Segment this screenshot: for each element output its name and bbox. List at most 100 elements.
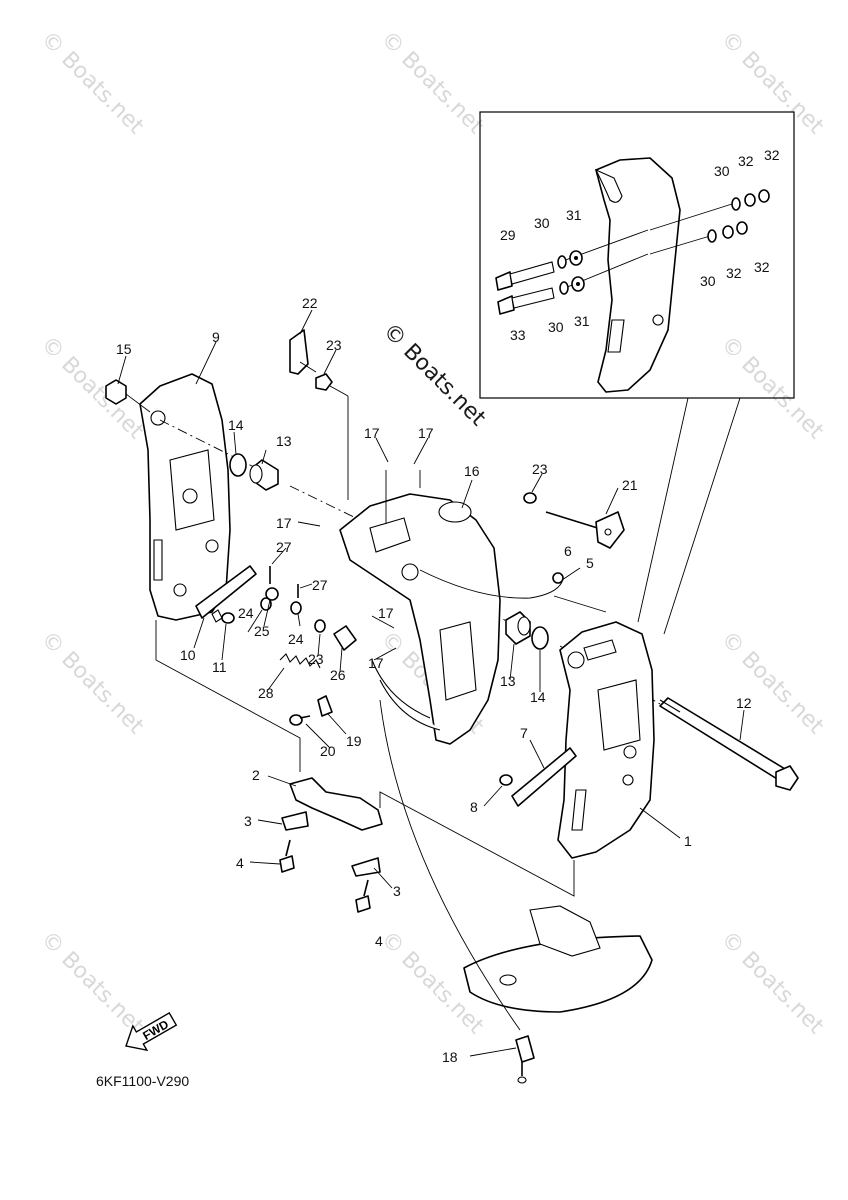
callout-10: 10 xyxy=(180,647,196,663)
callout-8: 8 xyxy=(470,799,478,815)
callout-27: 27 xyxy=(312,577,328,593)
bolt-20 xyxy=(289,714,311,726)
inset-washers xyxy=(557,189,770,295)
watermark: © Boats.net xyxy=(716,627,829,740)
callout-21: 21 xyxy=(622,477,638,493)
plate-7 xyxy=(511,747,577,807)
clamp-bracket-left xyxy=(139,373,231,621)
watermark: © Boats.net xyxy=(716,927,829,1040)
watermark: © Boats.net xyxy=(36,332,149,445)
callout-13: 13 xyxy=(500,673,516,689)
callout-17: 17 xyxy=(364,425,380,441)
callout-32: 32 xyxy=(754,259,770,275)
callout-17: 17 xyxy=(368,655,384,671)
callout-25: 25 xyxy=(254,623,270,639)
watermark-center: © Boats.net xyxy=(378,319,491,432)
callout-30: 30 xyxy=(548,319,564,335)
callout-2: 2 xyxy=(252,767,260,783)
callout-31: 31 xyxy=(574,313,590,329)
bush-23-right xyxy=(523,492,537,504)
callout-32: 32 xyxy=(738,153,754,169)
bracket-2 xyxy=(289,777,383,831)
screw-11 xyxy=(221,612,235,624)
callout-22: 22 xyxy=(302,295,318,311)
screw-8 xyxy=(499,774,513,786)
callout-24: 24 xyxy=(238,605,254,621)
callout-4: 4 xyxy=(236,855,244,871)
lever-22 xyxy=(289,329,317,375)
washer-14-right xyxy=(531,626,549,650)
inset-bolt-29 xyxy=(495,261,555,291)
callout-17: 17 xyxy=(276,515,292,531)
callout-15: 15 xyxy=(116,341,132,357)
rod-21 xyxy=(545,511,625,549)
lower-cowling xyxy=(463,905,653,1013)
nut-15 xyxy=(105,379,151,413)
bolt-6 xyxy=(552,572,564,584)
callout-3: 3 xyxy=(393,883,401,899)
bush-23-top xyxy=(315,373,349,500)
inset-bracket xyxy=(559,157,733,393)
washer-14-left xyxy=(229,453,247,477)
callout-27: 27 xyxy=(276,539,292,555)
clip-19 xyxy=(317,695,333,717)
watermark: © Boats.net xyxy=(376,27,489,140)
callout-26: 26 xyxy=(330,667,346,683)
callout-1: 1 xyxy=(684,833,692,849)
callout-6: 6 xyxy=(564,543,572,559)
watermark: © Boats.net xyxy=(716,332,829,445)
diagram-code: 6KF1100-V290 xyxy=(96,1073,189,1089)
watermark: © Boats.net xyxy=(36,927,149,1040)
callout-19: 19 xyxy=(346,733,362,749)
callout-23: 23 xyxy=(326,337,342,353)
callout-23: 23 xyxy=(532,461,548,477)
callout-18: 18 xyxy=(442,1049,458,1065)
callout-30: 30 xyxy=(534,215,550,231)
collar-25 xyxy=(265,587,279,601)
callout-13: 13 xyxy=(276,433,292,449)
plate-3-upper xyxy=(281,811,309,831)
clip-18 xyxy=(515,1035,535,1084)
callout-11: 11 xyxy=(212,659,227,675)
callout-20: 20 xyxy=(320,743,336,759)
callout-17: 17 xyxy=(418,425,434,441)
bush-23-mid xyxy=(314,619,326,633)
washer-24-right xyxy=(290,601,302,615)
spring-28 xyxy=(279,653,321,669)
callout-4: 4 xyxy=(375,933,383,949)
bushing-13-right xyxy=(505,611,531,645)
pin-26 xyxy=(333,625,357,651)
inset-frame xyxy=(479,111,795,399)
callout-14: 14 xyxy=(530,689,546,705)
callout-28: 28 xyxy=(258,685,274,701)
inset-bolt-33 xyxy=(497,287,555,315)
callout-14: 14 xyxy=(228,417,244,433)
bolt-4-lower xyxy=(355,879,371,913)
callout-23: 23 xyxy=(308,651,324,667)
callout-31: 31 xyxy=(566,207,582,223)
swivel-bracket xyxy=(339,493,501,745)
through-tube-12 xyxy=(659,697,799,791)
callout-32: 32 xyxy=(764,147,780,163)
callout-7: 7 xyxy=(520,725,528,741)
clamp-bracket-right xyxy=(557,621,655,859)
callout-3: 3 xyxy=(244,813,252,829)
callout-32: 32 xyxy=(726,265,742,281)
callout-29: 29 xyxy=(500,227,516,243)
callout-17: 17 xyxy=(378,605,394,621)
bushing-13-left xyxy=(249,459,279,491)
plate-3-lower xyxy=(351,857,381,877)
callout-24: 24 xyxy=(288,631,304,647)
callout-12: 12 xyxy=(736,695,752,711)
callout-30: 30 xyxy=(700,273,716,289)
plate-10 xyxy=(195,565,257,623)
callout-30: 30 xyxy=(714,163,730,179)
callout-16: 16 xyxy=(464,463,480,479)
callout-5: 5 xyxy=(586,555,594,571)
watermark: © Boats.net xyxy=(36,27,149,140)
callout-9: 9 xyxy=(212,329,220,345)
callout-33: 33 xyxy=(510,327,526,343)
callouts: 1 2 3 3 4 4 5 6 7 8 9 10 11 12 13 13 14 … xyxy=(116,147,780,1065)
watermark: © Boats.net xyxy=(36,627,149,740)
